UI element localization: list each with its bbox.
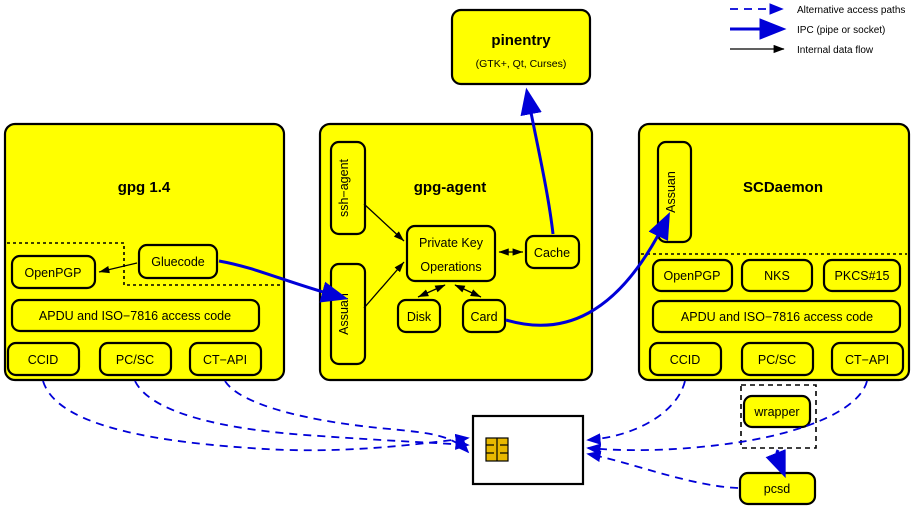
alt-path-scdaemon-ccid-to-card [586, 380, 686, 445]
alt-path-pcsd-to-card [586, 450, 739, 489]
agent-cache-label: Cache [534, 246, 570, 260]
alt-path-gpg-ccid-to-card [42, 380, 470, 452]
wrapper-box [742, 394, 812, 429]
arrow-pko-disk [417, 284, 446, 298]
gpg-agent-container: gpg-agent ssh−agent Assuan Private Key O… [318, 122, 594, 382]
gpg-apdu-box [10, 298, 261, 333]
scdaemon-driver-pcsc-box [740, 341, 815, 377]
legend-item-ipc: IPC (pipe or socket) [730, 18, 885, 40]
scdaemon-app-pkcs15-label: PKCS#15 [835, 269, 890, 283]
arrow-ssh-agent-to-pko [363, 203, 405, 242]
agent-card-label: Card [470, 310, 497, 324]
arrow-pko-card [454, 284, 482, 298]
agent-private-key-ops-box [405, 224, 497, 283]
agent-ssh-agent-box [329, 140, 367, 236]
gpg-driver-ccid-label: CCID [28, 353, 59, 367]
wrapper-group: wrapper [740, 384, 817, 449]
legend-item-internal-flow: Internal data flow [730, 44, 874, 56]
alt-access-paths [42, 380, 868, 489]
gpg-container: gpg 1.4 OpenPGP Gluecode APDU and ISO−78… [3, 122, 286, 382]
pinentry-box: pinentry (GTK+, Qt, Curses) [450, 8, 592, 86]
scdaemon-driver-ccid-box [648, 341, 723, 377]
wrapper-dashed-container [740, 384, 817, 449]
scdaemon-app-openpgp-label: OpenPGP [664, 269, 721, 283]
scdaemon-driver-ccid-label: CCID [670, 353, 701, 367]
gpg-agent-title: gpg-agent [414, 179, 487, 196]
scdaemon-container: SCDaemon Assuan OpenPGP NKS PKCS#15 APDU… [637, 122, 911, 382]
wrapper-label: wrapper [753, 405, 799, 419]
legend: Alternative access paths IPC (pipe or so… [730, 3, 905, 56]
gpg-dotted-partition [7, 242, 283, 286]
ipc-wrapper-to-pcsd [765, 449, 786, 479]
alt-path-gpg-ctapi-to-card [224, 380, 470, 454]
gpg-driver-ctapi-label: CT−API [203, 353, 247, 367]
legend-label-ipc: IPC (pipe or socket) [797, 25, 885, 36]
agent-ssh-agent-label: ssh−agent [337, 158, 351, 217]
pinentry-title: pinentry [491, 32, 551, 49]
gpg-driver-ccid-box [6, 341, 81, 377]
scdaemon-title: SCDaemon [743, 179, 823, 196]
gpg-openpgp-label: OpenPGP [25, 266, 82, 280]
agent-card-box [461, 298, 507, 334]
gpg-gluecode-label: Gluecode [151, 255, 205, 269]
scdaemon-assuan-label: Assuan [664, 171, 678, 213]
gpg-driver-pcsc-label: PC/SC [116, 353, 154, 367]
alt-path-scdaemon-ctapi-to-card [586, 380, 868, 455]
scdaemon-driver-pcsc-label: PC/SC [758, 353, 796, 367]
gpg-apdu-label: APDU and ISO−7816 access code [39, 309, 231, 323]
scdaemon-driver-ctapi-label: CT−API [845, 353, 889, 367]
gpg-driver-pcsc-box [98, 341, 173, 377]
scdaemon-app-pkcs15-box [822, 258, 902, 293]
alt-path-gpg-pcsc-to-card [134, 380, 470, 450]
legend-label-internal-flow: Internal data flow [797, 45, 874, 56]
arrow-gluecode-to-openpgp [98, 262, 138, 274]
ipc-agent-card-to-scdaemon-assuan [505, 211, 670, 327]
scdaemon-apdu-box [651, 299, 902, 334]
ipc-gluecode-to-agent-assuan [218, 259, 349, 303]
agent-disk-label: Disk [407, 310, 432, 324]
scdaemon-app-nks-box [740, 258, 814, 293]
arrow-assuan-to-pko [363, 261, 405, 309]
scdaemon-app-openpgp-box [651, 258, 734, 293]
agent-disk-box [396, 298, 442, 334]
gpg-openpgp-box [10, 254, 97, 290]
scdaemon-app-nks-label: NKS [764, 269, 790, 283]
agent-private-key-line1: Private Key [419, 236, 484, 250]
agent-assuan-label: Assuan [337, 293, 351, 335]
legend-label-alt-paths: Alternative access paths [797, 5, 905, 16]
ipc-agent-to-pinentry [520, 87, 555, 235]
agent-cache-box [524, 234, 581, 270]
ipc-connections [218, 87, 786, 479]
scdaemon-apdu-label: APDU and ISO−7816 access code [681, 310, 873, 324]
legend-item-alt-paths: Alternative access paths [730, 3, 905, 16]
gpg-driver-ctapi-box [188, 341, 263, 377]
scdaemon-driver-ctapi-box [830, 341, 905, 377]
gpg-gluecode-box [137, 243, 219, 280]
pinentry-subtitle: (GTK+, Qt, Curses) [476, 58, 567, 70]
gpg-title: gpg 1.4 [118, 179, 171, 196]
agent-private-key-line2: Operations [420, 260, 481, 274]
smartcard [471, 414, 585, 486]
smartcard-chip-icon [485, 437, 509, 462]
pcsd-group: pcsd [738, 471, 817, 506]
pcsd-label: pcsd [764, 482, 790, 496]
